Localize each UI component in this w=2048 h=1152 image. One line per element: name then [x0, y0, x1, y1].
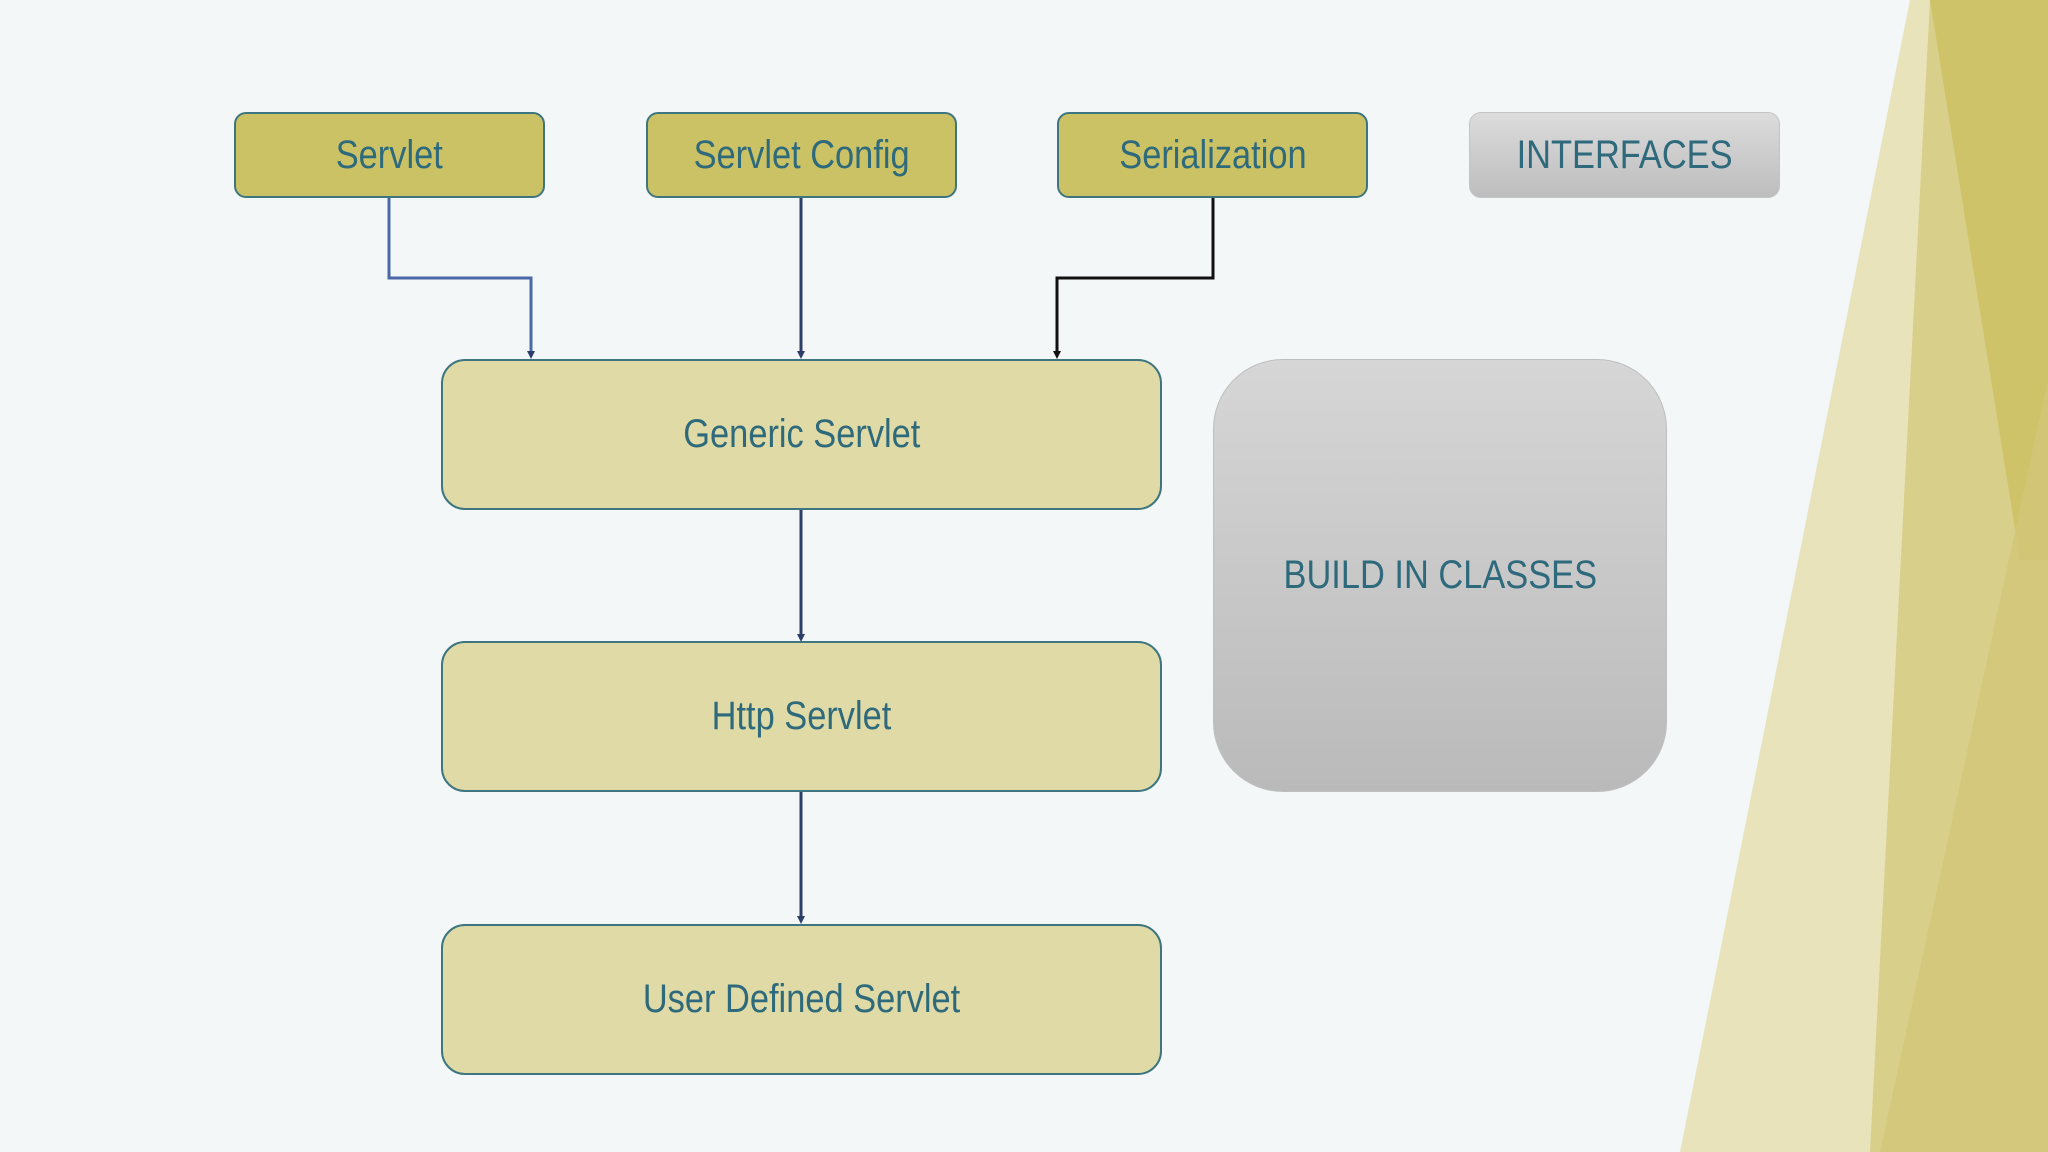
decor-triangle-lower-gold [1880, 380, 2048, 1152]
interface-servlet: Servlet [234, 112, 545, 198]
interface-serialization-label: Serialization [1118, 132, 1307, 177]
decor-triangle-gold [1930, 0, 2048, 560]
connector-serialization-to-generic [1053, 198, 1215, 359]
class-generic-servlet-label: Generic Servlet [682, 412, 921, 456]
legend-build-in-classes-label: BUILD IN CLASSES [1283, 553, 1597, 597]
class-user-defined-servlet: User Defined Servlet [441, 924, 1162, 1075]
connector-servlet-to-generic [387, 198, 535, 359]
legend-build-in-classes: BUILD IN CLASSES [1213, 359, 1667, 792]
interface-servlet-config: Servlet Config [646, 112, 957, 198]
interface-serialization: Serialization [1057, 112, 1368, 198]
class-user-defined-servlet-label: User Defined Servlet [642, 977, 961, 1021]
legend-interfaces: INTERFACES [1469, 112, 1780, 198]
class-http-servlet-label: Http Servlet [711, 694, 892, 738]
legend-interfaces-label: INTERFACES [1516, 132, 1733, 177]
interface-servlet-label: Servlet [335, 132, 444, 177]
interface-servlet-config-label: Servlet Config [693, 132, 910, 177]
class-http-servlet: Http Servlet [441, 641, 1162, 792]
class-generic-servlet: Generic Servlet [441, 359, 1162, 510]
